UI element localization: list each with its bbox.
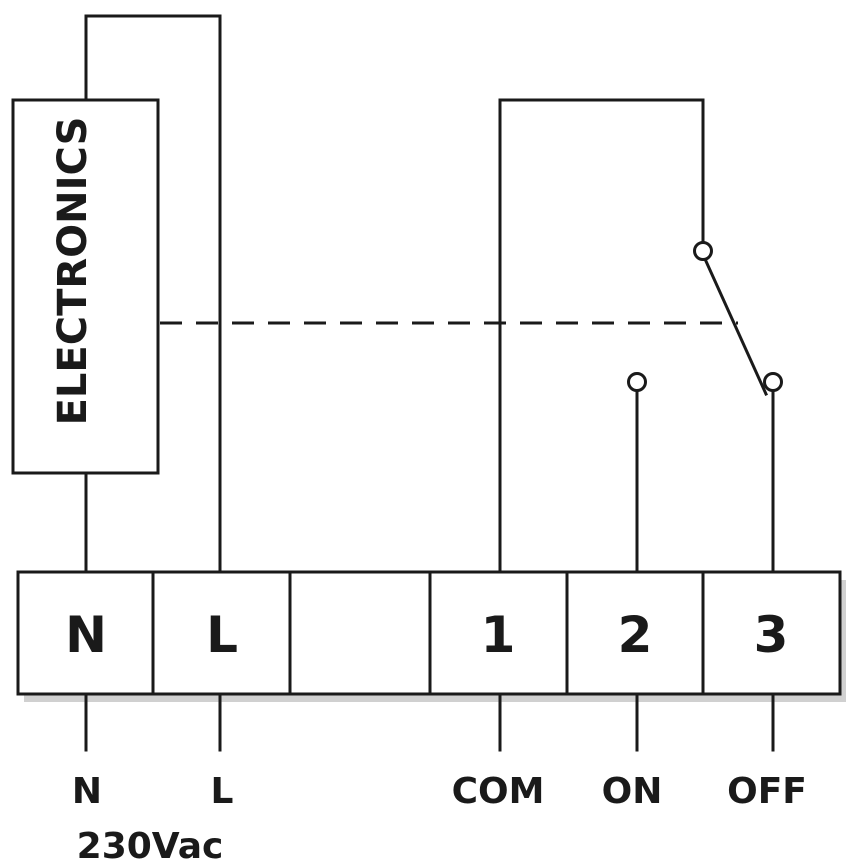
- com-contact: [693, 241, 713, 261]
- terminal-1-label: 1: [481, 606, 516, 664]
- terminal-n-label: N: [65, 606, 107, 664]
- com-wire: [498, 98, 705, 574]
- terminal-l-label: L: [206, 606, 238, 664]
- switch-blade: [703, 257, 768, 396]
- l-wire-label: L: [211, 771, 234, 812]
- n-wire-label: N: [72, 771, 102, 812]
- off-contact: [763, 372, 783, 392]
- com-wire-label: COM: [452, 771, 545, 812]
- terminal-2-label: 2: [618, 606, 653, 664]
- supply-loop-wire: [84, 14, 222, 574]
- on-wire-label: ON: [602, 771, 663, 812]
- off-wire-label: OFF: [727, 771, 807, 812]
- voltage-label: 230Vac: [77, 826, 224, 867]
- terminal-3-label: 3: [754, 606, 789, 664]
- on-contact: [627, 372, 647, 392]
- electronics-label: ELECTRONICS: [50, 117, 96, 426]
